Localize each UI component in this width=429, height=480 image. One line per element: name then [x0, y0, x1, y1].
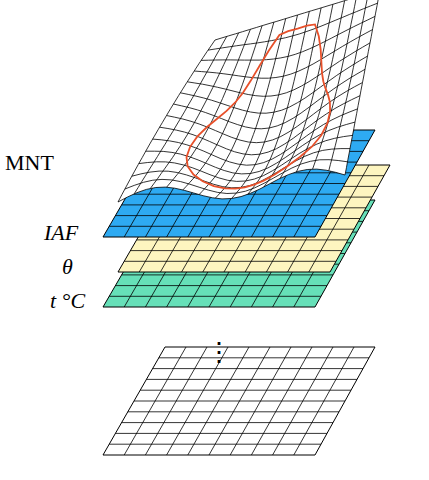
terrain-mesh: [201, 16, 375, 60]
grid-line: [294, 347, 354, 455]
terrain-mesh: [173, 69, 365, 129]
grid-line: [109, 226, 321, 227]
grid-line: [109, 444, 321, 445]
grid-line: [128, 411, 339, 412]
ellipsis-mark: ⋮: [206, 340, 232, 366]
grid-line: [122, 204, 333, 205]
layer-name: IAF: [44, 222, 78, 244]
terrain-mesh: [194, 30, 372, 79]
layer-name: t °C: [50, 290, 85, 312]
grid-line: [122, 274, 333, 275]
catchment-outline: [187, 24, 331, 188]
grid-line: [130, 250, 342, 251]
terrain-mesh: [118, 40, 215, 202]
layer-name: MNT: [5, 152, 54, 174]
terrain-mesh: [153, 109, 358, 165]
terrain-mesh: [167, 83, 363, 143]
grid-line: [134, 401, 345, 402]
terrain-mesh: [118, 169, 345, 202]
blank-layer: [103, 347, 375, 455]
terrain-mesh: [139, 135, 353, 181]
grid-line: [109, 296, 321, 297]
grid-line: [115, 215, 327, 216]
terrain-mesh: [345, 0, 380, 175]
terrain-mesh: [187, 43, 370, 96]
terrain-mesh: [150, 33, 238, 189]
terrain-mesh: [167, 29, 251, 187]
terrain-mesh: [132, 149, 350, 188]
grid-line: [115, 285, 327, 286]
layer-name: θ: [62, 256, 73, 278]
terrain-mesh: [215, 0, 380, 40]
grid-line: [122, 422, 333, 423]
grid-line: [124, 261, 336, 262]
grid-line: [115, 433, 327, 434]
grid-line: [137, 239, 348, 240]
terrain-surface: [118, 0, 380, 202]
